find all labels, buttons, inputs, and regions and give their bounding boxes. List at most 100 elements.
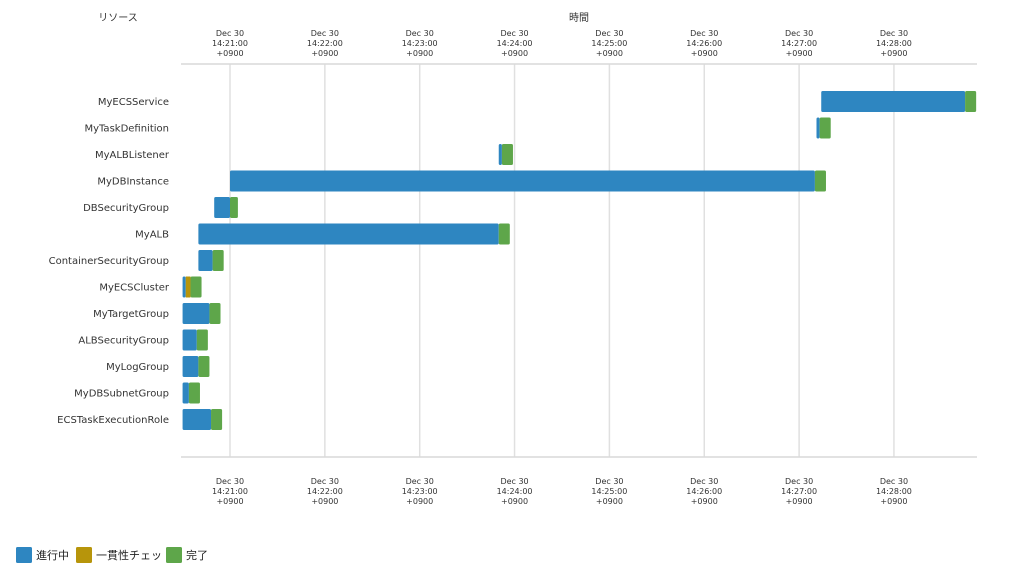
x-tick-label-line: Dec 30 xyxy=(595,29,623,38)
x-tick-label-line: 14:27:00 xyxy=(781,487,817,496)
bar-segment-in-progress[interactable] xyxy=(214,197,230,218)
x-tick-label-line: +0900 xyxy=(596,49,623,58)
bar-segment-in-progress[interactable] xyxy=(198,250,213,271)
resource-bar-DBSecurityGroup xyxy=(214,197,238,218)
bar-segment-complete[interactable] xyxy=(190,276,202,298)
x-tick-label-line: +0900 xyxy=(311,497,338,506)
bar-segment-in-progress[interactable] xyxy=(816,117,820,139)
x-tick-label-line: +0900 xyxy=(880,49,907,58)
bar-segment-in-progress[interactable] xyxy=(182,356,199,377)
resource-label: MyECSCluster xyxy=(99,283,170,294)
resource-bar-MyDBInstance xyxy=(230,170,826,192)
resource-bar-ECSTaskExecutionRole xyxy=(182,409,223,430)
x-tick-label-line: 14:26:00 xyxy=(686,487,722,496)
x-tick-label-line: Dec 30 xyxy=(311,477,339,486)
resource-label: DBSecurityGroup xyxy=(83,203,169,214)
x-tick-label-line: Dec 30 xyxy=(216,477,244,486)
bar-segment-in-progress[interactable] xyxy=(182,382,189,404)
bar-segment-consistency-check[interactable] xyxy=(185,276,191,298)
x-tick-label-line: 14:22:00 xyxy=(307,39,343,48)
x-tick-label-line: +0900 xyxy=(311,49,338,58)
x-tick-label-line: 14:22:00 xyxy=(307,487,343,496)
x-tick-label-line: +0900 xyxy=(691,49,718,58)
resource-bar-ALBSecurityGroup xyxy=(182,329,208,351)
bar-segment-complete[interactable] xyxy=(196,329,208,351)
bar-segment-in-progress[interactable] xyxy=(230,170,815,192)
legend-label-in-progress[interactable]: 進行中 xyxy=(36,549,69,562)
x-tick-label-line: 14:28:00 xyxy=(876,39,912,48)
x-tick-label-line: +0900 xyxy=(216,49,243,58)
x-tick-label-line: 14:21:00 xyxy=(212,487,248,496)
x-tick-label-line: +0900 xyxy=(406,497,433,506)
legend-swatch-complete xyxy=(166,547,182,563)
bar-segment-complete[interactable] xyxy=(819,117,831,139)
resource-bar-MyDBSubnetGroup xyxy=(182,382,200,404)
resource-label: MyDBSubnetGroup xyxy=(74,389,169,400)
x-tick-label-line: Dec 30 xyxy=(406,477,434,486)
bar-segment-in-progress[interactable] xyxy=(182,329,197,351)
bar-segment-in-progress[interactable] xyxy=(821,91,966,112)
x-tick-label-line: +0900 xyxy=(501,497,528,506)
x-tick-label-line: Dec 30 xyxy=(880,477,908,486)
bar-segment-complete[interactable] xyxy=(212,250,224,271)
x-tick-label-line: +0900 xyxy=(596,497,623,506)
resource-bar-MyLogGroup xyxy=(182,356,210,377)
legend: 進行中 一貫性チェッ 完了 xyxy=(16,547,208,563)
x-tick-label-line: +0900 xyxy=(406,49,433,58)
resource-label: MyTaskDefinition xyxy=(84,124,169,135)
bar-segment-complete[interactable] xyxy=(209,303,221,324)
resource-label: ECSTaskExecutionRole xyxy=(57,415,169,426)
bar-segment-complete[interactable] xyxy=(498,223,510,245)
legend-label-complete[interactable]: 完了 xyxy=(186,548,208,562)
x-tick-label-line: Dec 30 xyxy=(690,29,718,38)
x-tick-label-line: Dec 30 xyxy=(690,477,718,486)
legend-label-consistency-check[interactable]: 一貫性チェッ xyxy=(96,548,162,562)
x-tick-label-line: 14:25:00 xyxy=(591,39,627,48)
x-tick-label-line: 14:23:00 xyxy=(402,487,438,496)
x-tick-label-line: 14:24:00 xyxy=(497,39,533,48)
resource-column-header: リソース xyxy=(98,13,138,24)
resource-label: MyLogGroup xyxy=(106,362,169,373)
resource-label: ALBSecurityGroup xyxy=(78,336,169,347)
bar-segment-complete[interactable] xyxy=(198,356,210,377)
bar-segment-complete[interactable] xyxy=(965,91,977,112)
x-tick-label-line: Dec 30 xyxy=(216,29,244,38)
bar-segment-in-progress[interactable] xyxy=(498,144,502,165)
legend-swatch-consistency-check xyxy=(76,547,92,563)
x-tick-label-line: Dec 30 xyxy=(406,29,434,38)
resource-bar-MyECSCluster xyxy=(182,276,202,298)
resource-bar-ContainerSecurityGroup xyxy=(198,250,224,271)
bar-segment-complete[interactable] xyxy=(211,409,223,430)
x-tick-label-line: Dec 30 xyxy=(785,29,813,38)
x-tick-label-line: 14:25:00 xyxy=(591,487,627,496)
time-column-header: 時間 xyxy=(569,12,589,24)
bar-segment-in-progress[interactable] xyxy=(182,409,212,430)
bar-segment-in-progress[interactable] xyxy=(198,223,499,245)
x-tick-label-line: Dec 30 xyxy=(500,477,528,486)
resource-label: ContainerSecurityGroup xyxy=(49,256,169,267)
bar-segment-complete[interactable] xyxy=(814,170,826,192)
bar-segment-complete[interactable] xyxy=(230,197,238,218)
bar-segment-in-progress[interactable] xyxy=(182,276,186,298)
resource-label: MyALB xyxy=(135,230,169,241)
x-tick-label-line: +0900 xyxy=(786,497,813,506)
bars-layer xyxy=(182,91,977,430)
bar-segment-complete[interactable] xyxy=(501,144,513,165)
bar-segment-complete[interactable] xyxy=(188,382,200,404)
bar-segment-in-progress[interactable] xyxy=(182,303,210,324)
x-tick-label-line: Dec 30 xyxy=(880,29,908,38)
x-tick-label-line: 14:23:00 xyxy=(402,39,438,48)
x-tick-label-line: +0900 xyxy=(691,497,718,506)
x-tick-label-line: Dec 30 xyxy=(785,477,813,486)
